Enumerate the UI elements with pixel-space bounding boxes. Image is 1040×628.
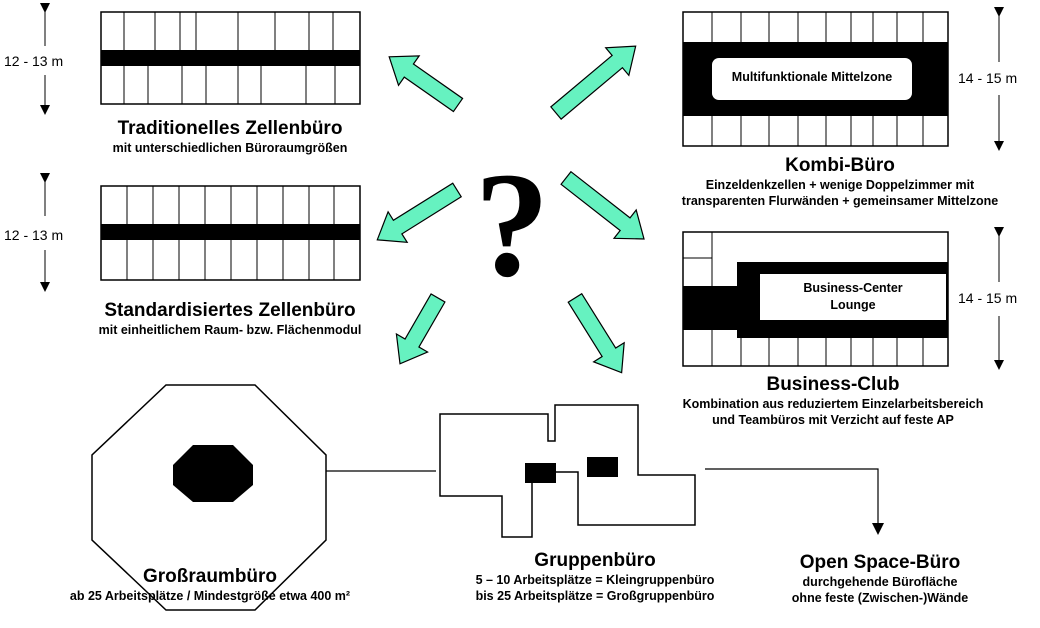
dimension-arrows [40, 3, 1004, 370]
arrow-to-grossraum [395, 293, 446, 365]
green-arrows [376, 45, 645, 374]
standardized-dimension: 12 - 13 m [4, 227, 64, 243]
business-club-title: Business-Club [766, 374, 900, 395]
standardized-title: Standardisiertes Zellenbüro [104, 300, 356, 321]
traditional-title: Traditionelles Zellenbüro [117, 118, 343, 139]
standardized-label: Standardisiertes Zellenbüro mit einheitl… [70, 300, 390, 338]
business-club-label: Business-Club Kombination aus reduzierte… [648, 374, 1018, 428]
kombi-title: Kombi-Büro [785, 155, 895, 176]
open-space-label: Open Space-Büro durchgehende Bürofläche … [760, 552, 1000, 606]
gruppen-title: Gruppenbüro [534, 550, 656, 571]
arrow-to-standardized [376, 182, 463, 244]
gruppen-label: Gruppenbüro 5 – 10 Arbeitsplätze = Klein… [440, 550, 750, 604]
open-space-subtitle-2: ohne feste (Zwischen-)Wände [791, 591, 969, 605]
business-club-subtitle-1: Kombination aus reduziertem Einzelarbeit… [682, 397, 984, 411]
gruppen-line-1: 5 – 10 Arbeitsplätze = Kleingruppenbüro [440, 572, 750, 588]
gruppen-line-1-right: = Kleingruppenbüro [595, 573, 715, 587]
open-plan-office-octagon [91, 384, 327, 611]
business-club-plan [682, 231, 949, 367]
grossraum-subtitle: ab 25 Arbeitsplätze / Mindestgröße etwa … [69, 589, 351, 603]
arrow-to-traditional [388, 55, 464, 113]
traditional-subtitle: mit unterschiedlichen Büroraumgrößen [112, 141, 348, 155]
question-mark: ? [475, 142, 550, 308]
open-space-title: Open Space-Büro [799, 552, 961, 573]
kombi-subtitle-1: Einzeldenkzellen + wenige Doppelzimmer m… [705, 178, 975, 192]
group-office-plan [439, 404, 696, 538]
gruppen-line-2: bis 25 Arbeitsplätze = Großgruppenbüro [440, 588, 750, 604]
kombi-dimension: 14 - 15 m [958, 70, 1018, 86]
kombi-subtitle-2: transparenten Flurwänden + gemeinsamer M… [681, 194, 999, 208]
kombi-zone-label: Multifunktionale Mittelzone [731, 70, 893, 84]
traditional-cell-office-plan [100, 11, 361, 105]
arrow-to-kombi [550, 45, 637, 120]
lounge-line-2: Lounge [830, 298, 876, 312]
kombi-label: Kombi-Büro Einzeldenkzellen + wenige Dop… [640, 155, 1040, 209]
standardized-subtitle: mit einheitlichem Raum- bzw. Flächenmodu… [98, 323, 362, 337]
grossraum-label: Großraumbüro ab 25 Arbeitsplätze / Minde… [30, 566, 390, 604]
arrow-to-gruppen [567, 292, 625, 374]
connector-lines [326, 468, 884, 535]
business-club-dimension: 14 - 15 m [958, 290, 1018, 306]
business-club-lounge-label: Business-Center Lounge [760, 280, 946, 314]
grossraum-title: Großraumbüro [142, 566, 278, 587]
arrow-to-business-club [560, 170, 645, 240]
business-club-subtitle-2: und Teambüros mit Verzicht auf feste AP [712, 413, 954, 427]
lounge-line-1: Business-Center [803, 281, 903, 295]
gruppen-line-1-left: 5 – 10 Arbeitsplätze [475, 573, 592, 587]
standardized-cell-office-plan [100, 185, 361, 281]
open-space-subtitle-1: durchgehende Bürofläche [802, 575, 958, 589]
gruppen-line-2-right: = Großgruppenbüro [596, 589, 715, 603]
gruppen-line-2-left: bis 25 Arbeitsplätze [475, 589, 593, 603]
traditional-dimension: 12 - 13 m [4, 53, 64, 69]
traditional-label: Traditionelles Zellenbüro mit unterschie… [80, 118, 380, 156]
kombi-office-plan [682, 11, 949, 147]
